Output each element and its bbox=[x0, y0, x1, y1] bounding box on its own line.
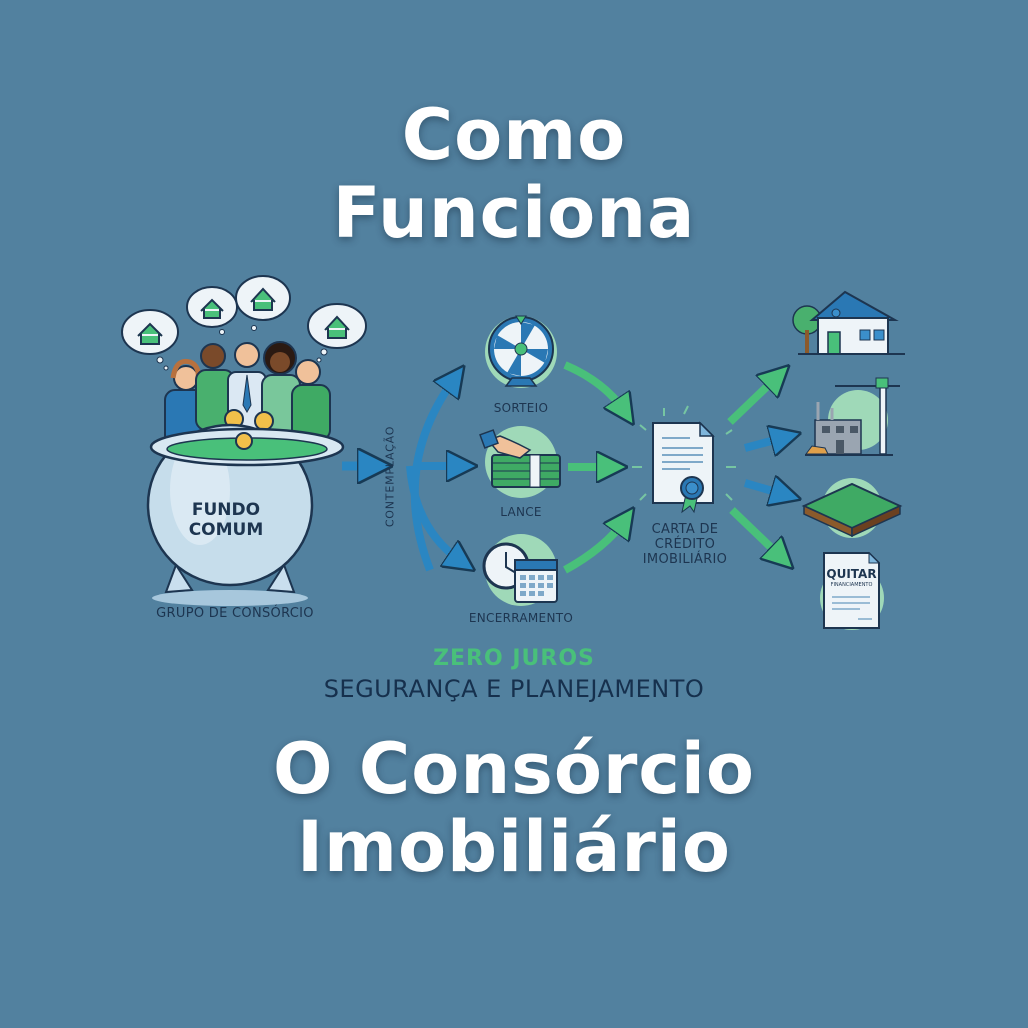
pot-caption: GRUPO DE CONSÓRCIO bbox=[156, 606, 314, 621]
payoff-document-icon bbox=[820, 551, 884, 630]
cloud-house-icon-2 bbox=[186, 286, 238, 335]
prize-wheel-icon bbox=[485, 315, 557, 388]
page-title-top: Como Funciona bbox=[0, 96, 1028, 252]
pot-label-line-2: COMUM bbox=[188, 520, 264, 540]
cloud-house-icon-1 bbox=[121, 309, 179, 371]
title-line-2: Funciona bbox=[332, 172, 696, 254]
credit-letter-label: CARTA DE CRÉDITO IMOBILIÁRIO bbox=[620, 522, 750, 567]
footer-title-line-2: Imobiliário bbox=[296, 806, 731, 888]
tagline-zero-juros: ZERO JUROS bbox=[433, 646, 595, 671]
credit-letter-line-2: CRÉDITO bbox=[654, 537, 716, 552]
credit-letter-icon bbox=[632, 405, 736, 514]
tagline-security: SEGURANÇA E PLANEJAMENTO bbox=[323, 675, 705, 703]
pot-fund-icon bbox=[146, 423, 345, 606]
page-title-bottom: O Consórcio Imobiliário bbox=[0, 730, 1028, 886]
pot-label: FUNDO COMUM bbox=[180, 500, 272, 540]
credit-letter-line-1: CARTA DE bbox=[651, 522, 719, 537]
method-label-sorteio: SORTEIO bbox=[493, 401, 549, 415]
payoff-title: QUITAR bbox=[826, 567, 877, 581]
credit-to-use-arrows bbox=[727, 376, 786, 558]
credit-letter-line-3: IMOBILIÁRIO bbox=[642, 552, 728, 567]
construction-crane-icon bbox=[805, 377, 900, 456]
method-label-encerramento: ENCERRAMENTO bbox=[468, 611, 574, 625]
contemplation-label: CONTEMPLAÇÃO bbox=[383, 425, 397, 528]
contemplation-arrows bbox=[406, 378, 462, 570]
money-bid-icon bbox=[479, 426, 561, 498]
land-plot-icon bbox=[801, 478, 903, 538]
cloud-house-icon-3 bbox=[235, 275, 291, 331]
footer-title-line-1: O Consórcio bbox=[272, 728, 756, 810]
clock-calendar-icon bbox=[482, 534, 558, 606]
house-icon bbox=[792, 290, 905, 355]
thought-clouds bbox=[121, 275, 367, 371]
cloud-house-icon-4 bbox=[307, 303, 367, 363]
method-to-credit-arrows bbox=[563, 361, 625, 574]
pot-label-line-1: FUNDO bbox=[191, 500, 261, 520]
payoff-subtitle: FINANCIAMENTO bbox=[830, 582, 873, 588]
title-line-1: Como bbox=[401, 94, 627, 176]
method-label-lance: LANCE bbox=[500, 505, 542, 519]
